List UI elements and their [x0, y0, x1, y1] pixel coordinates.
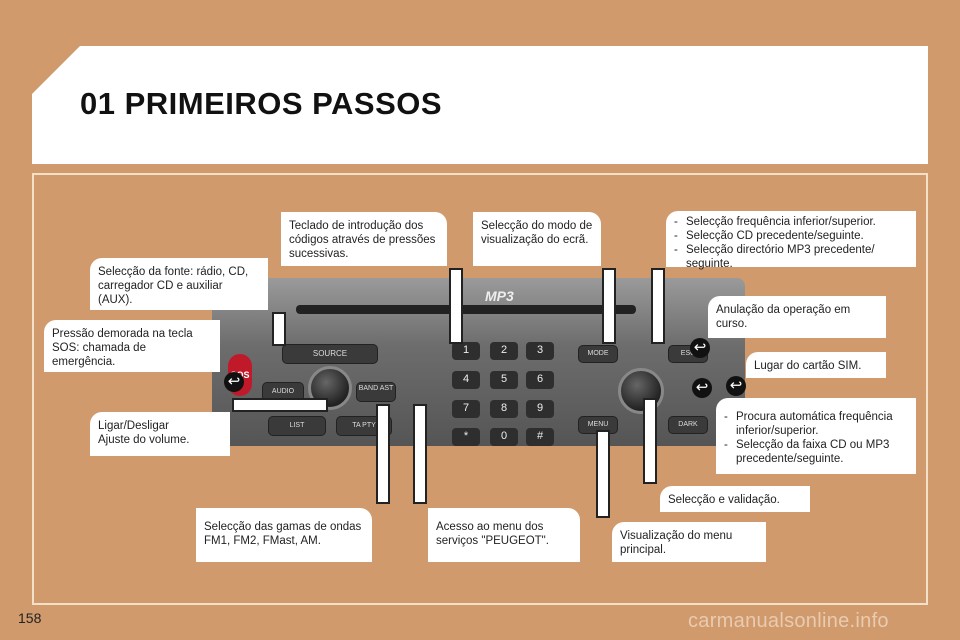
cd-slot [296, 305, 636, 314]
keypad-key-6[interactable]: 6 [526, 371, 554, 389]
keypad-key-0[interactable]: 0 [490, 428, 518, 446]
callout-bands: Selecção das gamas de ondas FM1, FM2, FM… [196, 508, 372, 562]
list-button[interactable]: LIST [268, 416, 326, 436]
callout-keypad-codes: Teclado de introdução dos códigos atravé… [281, 212, 447, 266]
callout-cancel: Anulação da operação em curso. [708, 296, 886, 338]
keypad-key-9[interactable]: 9 [526, 400, 554, 418]
keypad-key-hash[interactable]: # [526, 428, 554, 446]
callout-power-volume: Ligar/Desligar Ajuste do volume. [90, 412, 230, 456]
curved-arrow-icon: ↩ [224, 372, 244, 392]
keypad-key-1[interactable]: 1 [452, 342, 480, 360]
callout-display-mode: Selecção do modo de visualização do ecrã… [473, 212, 601, 266]
keypad-key-5[interactable]: 5 [490, 371, 518, 389]
keypad-key-3[interactable]: 3 [526, 342, 554, 360]
audio-button[interactable]: AUDIO [262, 382, 304, 402]
curved-arrow-icon: ↩ [726, 376, 746, 396]
navigation-knob[interactable] [618, 368, 664, 414]
keypad-key-7[interactable]: 7 [452, 400, 480, 418]
arrow-up-icon [376, 404, 390, 504]
arrow-down-icon [602, 268, 616, 344]
watermark: carmanualsonline.info [688, 610, 889, 632]
page-number: 158 [18, 610, 42, 626]
dark-button[interactable]: DARK [668, 416, 708, 434]
freq-item: Selecção CD precedente/seguinte. [674, 229, 908, 243]
callout-services: Acesso ao menu dos serviços "PEUGEOT". [428, 508, 580, 562]
source-button[interactable]: SOURCE [282, 344, 378, 364]
arrow-down-icon [449, 268, 463, 344]
auto-item: Procura automática frequência inferior/s… [724, 410, 908, 438]
arrow-right-icon [232, 398, 328, 412]
arrow-up-icon [643, 398, 657, 484]
freq-item: Selecção directório MP3 precedente/ segu… [674, 243, 908, 271]
arrow-up-icon [596, 430, 610, 518]
keypad-key-8[interactable]: 8 [490, 400, 518, 418]
callout-sos: Pressão demorada na tecla SOS: chamada d… [44, 320, 220, 372]
keypad-key-2[interactable]: 2 [490, 342, 518, 360]
callout-frequency: Selecção frequência inferior/superior. S… [666, 211, 916, 270]
keypad-key-4[interactable]: 4 [452, 371, 480, 389]
content-frame [32, 173, 928, 605]
callout-sim: Lugar do cartão SIM. [746, 352, 886, 378]
callout-source-select: Selecção da fonte: rádio, CD, carregador… [90, 258, 268, 310]
page-title: 01 PRIMEIROS PASSOS [80, 86, 443, 121]
curved-arrow-icon: ↩ [692, 378, 712, 398]
keypad-key-star[interactable]: * [452, 428, 480, 446]
callout-main-menu: Visualização do menu principal. [612, 522, 766, 562]
curved-arrow-icon: ↩ [690, 338, 710, 358]
callout-validate: Selecção e validação. [660, 486, 810, 512]
arrow-up-icon [413, 404, 427, 504]
header-panel [32, 46, 928, 164]
freq-item: Selecção frequência inferior/superior. [674, 215, 908, 229]
arrow-down-icon [651, 268, 665, 344]
callout-auto-search: Procura automática frequência inferior/s… [716, 398, 916, 474]
band-ast-button[interactable]: BAND AST [356, 382, 396, 402]
arrow-down-icon [272, 312, 286, 346]
mode-button[interactable]: MODE [578, 345, 618, 363]
auto-item: Selecção da faixa CD ou MP3 precedente/s… [724, 438, 908, 466]
mp3-logo: MP3 [485, 288, 514, 304]
